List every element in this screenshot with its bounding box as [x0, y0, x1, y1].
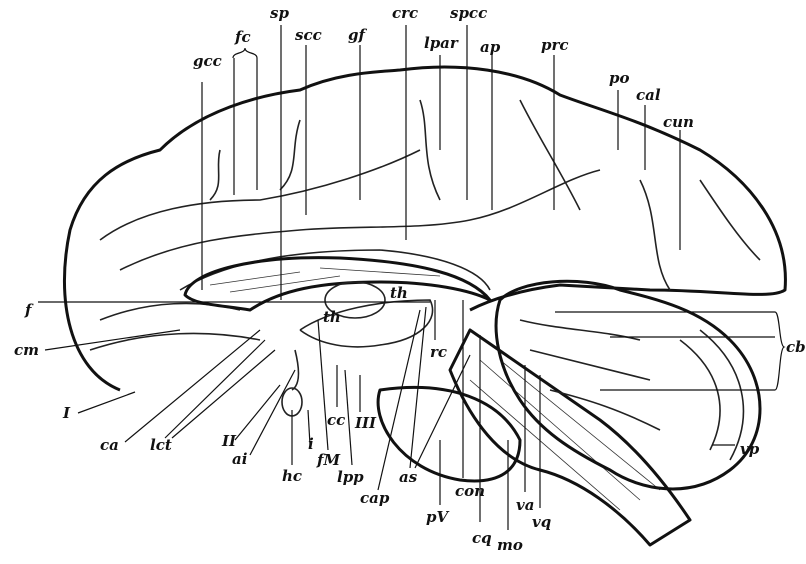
label-i: i: [308, 435, 314, 453]
label-crc: crc: [392, 4, 418, 22]
label-cap: cap: [360, 489, 390, 507]
label-scc: scc: [295, 26, 322, 44]
label-f: f: [24, 301, 34, 319]
callosum-hatching: [209, 267, 441, 293]
label-va: va: [516, 496, 534, 514]
label-mo: mo: [497, 536, 523, 554]
label-II: II: [221, 432, 237, 450]
label-gf: gf: [348, 26, 367, 44]
medulla: [448, 328, 692, 547]
label-III: III: [354, 414, 377, 432]
label-lct: lct: [150, 436, 172, 454]
label-sp: sp: [270, 4, 289, 22]
label-ap: ap: [480, 38, 501, 56]
label-vq: vq: [532, 513, 551, 531]
label-cal: cal: [636, 86, 661, 104]
cerebellum: [494, 279, 762, 491]
label-prc: prc: [541, 36, 569, 54]
label-th-lower: th: [323, 308, 341, 326]
pons: [376, 386, 522, 483]
label-spcc: spcc: [450, 4, 487, 22]
label-ai: ai: [232, 450, 248, 468]
label-vp: vp: [740, 440, 760, 458]
label-fc: fc: [234, 28, 251, 46]
label-I: I: [62, 404, 71, 422]
label-cun: cun: [663, 113, 694, 131]
label-cm: cm: [14, 341, 39, 359]
label-rc: rc: [430, 343, 447, 361]
label-th-upper: th: [390, 284, 408, 302]
thalamus: [324, 281, 386, 319]
corpus-callosum: [183, 256, 492, 312]
cerebrum-outline: [62, 65, 787, 392]
label-pV: pV: [426, 508, 449, 526]
label-cc: cc: [327, 411, 345, 429]
label-lpar: lpar: [424, 34, 459, 52]
label-po: po: [609, 69, 630, 87]
label-hc: hc: [282, 467, 302, 485]
label-gcc: gcc: [193, 52, 222, 70]
labels: gcc fc sp scc gf crc spcc lpar ap prc po…: [14, 4, 806, 554]
label-ca: ca: [100, 436, 119, 454]
label-cb: cb: [786, 338, 806, 356]
leader-lines: [38, 25, 786, 530]
label-cq: cq: [472, 529, 492, 547]
label-lpp: lpp: [337, 468, 364, 486]
label-fM: fM: [316, 451, 340, 469]
third-ventricle: [299, 299, 434, 348]
label-con: con: [455, 482, 485, 500]
label-as: as: [399, 468, 418, 486]
